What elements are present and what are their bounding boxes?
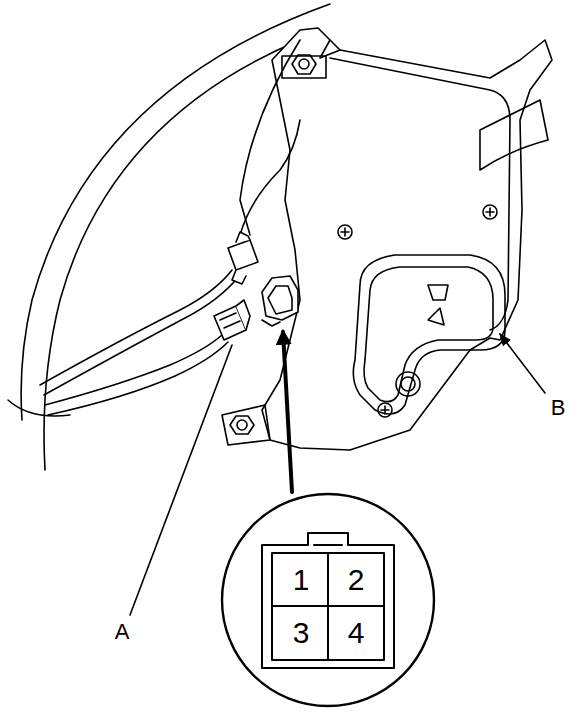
pin-number: 3 (293, 618, 310, 648)
regulator-rail (240, 40, 340, 235)
motor-recess-inner (364, 267, 493, 402)
connector (214, 300, 250, 340)
regulator-plate (262, 28, 552, 450)
wire-harness (40, 120, 300, 415)
regulator-slot (480, 100, 548, 170)
pin-number: 4 (348, 618, 365, 648)
door-panel-edge (8, 400, 70, 416)
screw (338, 205, 497, 417)
hole (401, 377, 415, 391)
door-panel-edge (44, 40, 300, 470)
bolt (222, 55, 326, 445)
leader-line (500, 334, 545, 393)
connector-face (262, 533, 394, 668)
pin-number: 1 (293, 565, 310, 595)
callout-letter: A (115, 621, 130, 643)
pin-number: 2 (348, 565, 365, 595)
leader-line (130, 345, 232, 615)
connector-socket (262, 276, 298, 326)
detail-arrow (283, 332, 292, 492)
hole (396, 372, 420, 396)
callout-letter: B (551, 397, 566, 419)
detail-circle (222, 494, 434, 706)
regulator-plate-edge (330, 58, 510, 330)
connector (228, 232, 258, 284)
motor-recess (353, 255, 505, 414)
recess-mark (428, 285, 448, 325)
